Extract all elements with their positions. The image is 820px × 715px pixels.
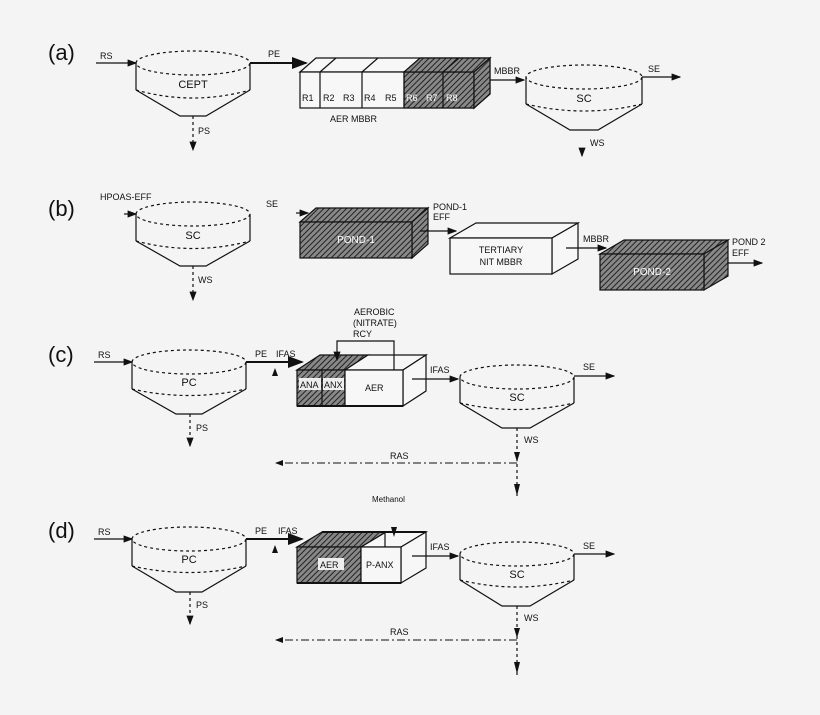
- aer-zone-label-d: AER: [320, 560, 339, 570]
- sc-label-a: SC: [576, 93, 591, 105]
- cept-clarifier: CEPT: [135, 50, 251, 117]
- aer-mbbr-title: AER MBBR: [330, 114, 378, 124]
- sc-clarifier-b: SC: [135, 201, 251, 267]
- r1-label: R1: [302, 93, 314, 103]
- tertiary-nit-mbbr: TERTIARY NIT MBBR: [447, 221, 581, 276]
- methanol-label: Methanol: [372, 495, 405, 504]
- pc-clarifier-c: PC: [131, 349, 247, 415]
- secondary-clarifier-a: SC: [525, 64, 643, 131]
- panel-d-label: (d): [48, 518, 75, 543]
- r6-label: R6: [406, 93, 418, 103]
- panel-b: (b) HPOAS-EFF SC WS SE POND-1 POND-1 EFF: [48, 192, 766, 302]
- ps-label-c: PS: [196, 423, 208, 433]
- mbbr-out-label: MBBR: [494, 66, 521, 76]
- pond-1: POND-1: [298, 206, 430, 260]
- pc-clarifier-d: PC: [131, 526, 247, 593]
- sc-label-c: SC: [509, 392, 524, 404]
- ifas-in-label-c: IFAS: [276, 349, 296, 359]
- ifas-in-label-d: IFAS: [278, 526, 298, 536]
- pc-label-d: PC: [181, 554, 196, 566]
- sc-label-b: SC: [185, 230, 200, 242]
- r4-label: R4: [364, 93, 376, 103]
- pond1-eff-line1: POND-1: [433, 202, 467, 212]
- hpoas-eff-label: HPOAS-EFF: [100, 192, 152, 202]
- tertiary-label-2: NIT MBBR: [480, 257, 523, 267]
- ws-arrow-c: [514, 452, 520, 462]
- waste-out-arrow-d: [514, 662, 520, 674]
- rs-label-c: RS: [98, 350, 111, 360]
- secondary-clarifier-c: SC: [459, 364, 575, 429]
- pe-label-d: PE: [255, 526, 267, 536]
- pond1-label: POND-1: [337, 235, 375, 246]
- r7-label: R7: [426, 93, 438, 103]
- nitrate-recycle-arrow: [333, 340, 395, 370]
- panel-c-label: (c): [48, 342, 74, 367]
- ana-zone-label: ANA: [300, 380, 319, 390]
- ifas-reactor-d: [294, 530, 429, 585]
- r3-label: R3: [343, 93, 355, 103]
- ws-arrow-d: [514, 628, 520, 638]
- panel-a-label: (a): [48, 40, 75, 65]
- ps-label-d: PS: [196, 600, 208, 610]
- rs-label-d: RS: [98, 527, 111, 537]
- panel-c: (c) RS PC PS PE IFAS ANA AN: [48, 307, 616, 504]
- aer-mbbr-reactor: [298, 56, 492, 110]
- ras-label-d: RAS: [390, 627, 409, 637]
- pond2-label: POND-2: [633, 267, 671, 278]
- pe-label: PE: [268, 49, 280, 59]
- ifas-out-label-d: IFAS: [430, 542, 450, 552]
- p-anx-zone-label: P-ANX: [366, 560, 394, 570]
- sc-label-d: SC: [509, 569, 524, 581]
- ws-label-c: WS: [524, 435, 539, 445]
- ws-label-a: WS: [590, 138, 605, 148]
- recycle-line1: AEROBIC: [354, 307, 395, 317]
- se-label-a: SE: [648, 64, 660, 74]
- aer-zone-label-c: AER: [365, 383, 384, 393]
- rs-label: RS: [100, 51, 113, 61]
- pond2-eff-line2: EFF: [732, 248, 750, 258]
- pond2-eff-line1: POND 2: [732, 237, 766, 247]
- methanol-feed-arrow-d: [391, 527, 397, 537]
- cept-label: CEPT: [178, 79, 208, 91]
- r8-label: R8: [446, 93, 458, 103]
- tertiary-label-1: TERTIARY: [479, 245, 523, 255]
- panel-a: (a) RS CEPT PS PE: [48, 40, 682, 158]
- ws-label-b: WS: [198, 275, 213, 285]
- ws-label-d: WS: [524, 613, 539, 623]
- tertiary-out-label: MBBR: [583, 234, 610, 244]
- anx-zone-label: ANX: [324, 380, 343, 390]
- waste-out-arrow-c: [514, 484, 520, 496]
- ras-label-c: RAS: [390, 451, 409, 461]
- se-label-d: SE: [583, 541, 595, 551]
- panel-d: (d) RS PC PS PE IFAS AER P-: [48, 518, 616, 675]
- pc-label-c: PC: [181, 377, 196, 389]
- pond-2: POND-2: [597, 238, 731, 292]
- r2-label: R2: [323, 93, 335, 103]
- ifas-reactor-c: [294, 353, 429, 408]
- panel-b-label: (b): [48, 196, 75, 221]
- se-label-c: SE: [583, 362, 595, 372]
- recycle-line3: RCY: [353, 329, 372, 339]
- se-label-b: SE: [266, 199, 278, 209]
- methanol-dose-arrow-c: [272, 368, 278, 376]
- ps-label: PS: [198, 126, 210, 136]
- r5-label: R5: [385, 93, 397, 103]
- pond1-eff-line2: EFF: [433, 212, 451, 222]
- recycle-line2: (NITRATE): [353, 318, 397, 328]
- secondary-clarifier-d: SC: [459, 541, 575, 607]
- pe-label-c: PE: [255, 349, 267, 359]
- ifas-out-label-c: IFAS: [430, 365, 450, 375]
- methanol-dose-arrow-d: [272, 545, 278, 553]
